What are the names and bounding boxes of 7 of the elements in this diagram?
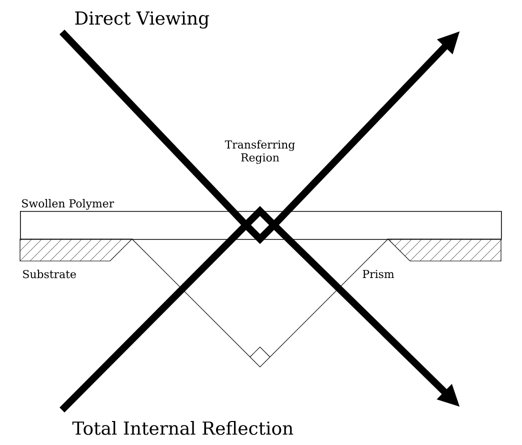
text-label: Total Internal Reflection bbox=[72, 421, 294, 435]
text-label: Prism bbox=[362, 270, 394, 278]
polymer-layer: Swollen Polymer bbox=[20, 199, 502, 240]
text-label: Transferring Region bbox=[224, 140, 295, 164]
text-label: Substrate bbox=[23, 270, 76, 278]
text-label: Direct Viewing bbox=[75, 11, 210, 29]
node-label: Swollen Polymer bbox=[22, 199, 114, 210]
